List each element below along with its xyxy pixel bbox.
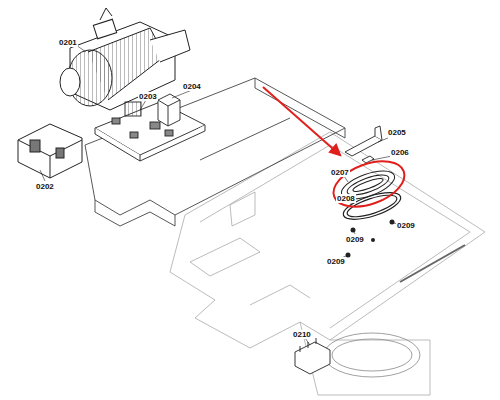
- callout-number: 0203: [138, 92, 158, 101]
- callout-number: 0209: [326, 257, 346, 266]
- callout-number: 0207: [330, 168, 350, 177]
- callout-number: 0205: [387, 128, 407, 137]
- callout-number: 0208: [336, 194, 356, 203]
- callout-number: 0210: [292, 330, 312, 339]
- callout-number: 0209: [345, 235, 365, 244]
- callout-number: 0209: [396, 221, 416, 230]
- callout-number: 0206: [390, 148, 410, 157]
- callout-number: 0204: [182, 82, 202, 91]
- callout-number: 0202: [35, 182, 55, 191]
- callout-number: 0201: [58, 38, 78, 47]
